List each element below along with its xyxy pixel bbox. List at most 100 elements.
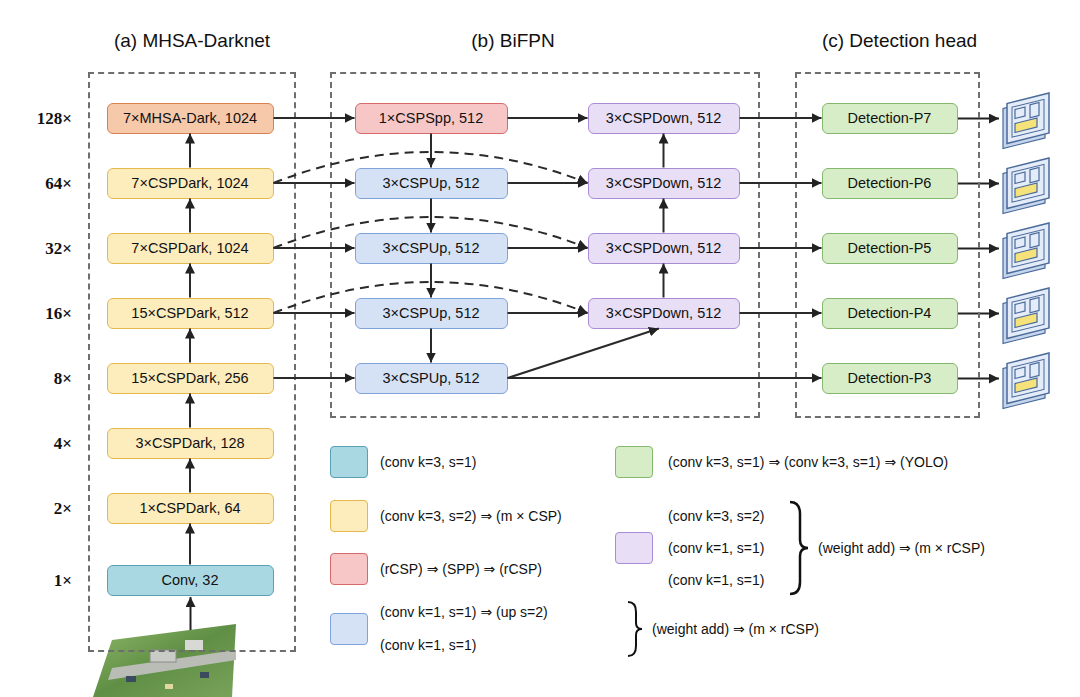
legend-text: (conv k=3, s=1) ⇒ (conv k=3, s=1) ⇒ (YOL… bbox=[668, 454, 948, 470]
box-label: 7×MHSA-Dark, 1024 bbox=[123, 110, 257, 126]
scale-label: 64× bbox=[2, 174, 72, 194]
connector-arrow bbox=[663, 264, 665, 298]
connector-arrow bbox=[274, 377, 355, 379]
group-frame: (c) Detection headDetection-P7Detection-… bbox=[795, 72, 980, 418]
connector-arrow bbox=[740, 117, 822, 119]
connector-arrow bbox=[189, 524, 191, 565]
block-box: 3×CSPUp, 512 bbox=[355, 233, 508, 264]
legend-text: (conv k=1, s=1) ⇒ (up s=2) bbox=[380, 604, 548, 620]
block-box: 3×CSPUp, 512 bbox=[355, 168, 508, 199]
block-box: 1×CSPSpp, 512 bbox=[355, 103, 508, 134]
scale-label: 8× bbox=[2, 369, 72, 389]
block-box: 7×CSPDark, 1024 bbox=[107, 168, 274, 199]
input-arrow bbox=[190, 597, 192, 630]
legend-swatch bbox=[330, 553, 368, 585]
connector-arrow bbox=[274, 247, 355, 249]
block-box: 7×MHSA-Dark, 1024 bbox=[107, 103, 274, 134]
connector-arrow bbox=[189, 459, 191, 493]
connector-arrow bbox=[663, 199, 665, 233]
box-label: Conv, 32 bbox=[162, 572, 219, 588]
connector-arrow bbox=[189, 134, 191, 168]
block-box: Detection-P3 bbox=[822, 363, 958, 394]
block-box: 3×CSPDark, 128 bbox=[107, 428, 274, 459]
connector-arrow bbox=[508, 247, 588, 249]
section-title: (b) BiFPN bbox=[300, 30, 726, 52]
connector-arrow bbox=[663, 134, 665, 168]
connector-arrow bbox=[430, 199, 432, 233]
connector-arrow bbox=[508, 329, 659, 379]
legend-text: (conv k=1, s=1) bbox=[668, 540, 765, 556]
legend-text: (weight add) ⇒ (m × rCSP) bbox=[652, 621, 819, 637]
box-label: 1×CSPSpp, 512 bbox=[379, 110, 483, 126]
block-box: Conv, 32 bbox=[107, 565, 274, 596]
legend-swatch bbox=[615, 532, 653, 564]
box-label: 7×CSPDark, 1024 bbox=[131, 240, 248, 256]
connector-arrow bbox=[508, 117, 588, 119]
block-box: 15×CSPDark, 512 bbox=[107, 298, 274, 329]
connector-arrow bbox=[740, 182, 822, 184]
connector-arrow bbox=[274, 312, 355, 314]
connector-arrow bbox=[189, 199, 191, 233]
legend-text: (conv k=3, s=1) bbox=[380, 454, 477, 470]
photo-vehicle bbox=[126, 676, 136, 682]
connector-arrow bbox=[508, 182, 588, 184]
group-frame: (a) MHSA-Darknet7×MHSA-Dark, 10247×CSPDa… bbox=[88, 72, 296, 652]
block-box: Detection-P7 bbox=[822, 103, 958, 134]
block-box: 1×CSPDark, 64 bbox=[107, 493, 274, 524]
block-box: 15×CSPDark, 256 bbox=[107, 363, 274, 394]
box-label: 15×CSPDark, 512 bbox=[131, 305, 248, 321]
output-icon bbox=[1003, 158, 1049, 213]
scale-label: 4× bbox=[2, 434, 72, 454]
legend-text: (weight add) ⇒ (m × rCSP) bbox=[818, 540, 985, 556]
box-label: 3×CSPDown, 512 bbox=[606, 110, 722, 126]
connector-arrow bbox=[508, 312, 588, 314]
connector-arrow bbox=[740, 247, 822, 249]
connector-arrow bbox=[430, 264, 432, 298]
box-label: 3×CSPDown, 512 bbox=[606, 175, 722, 191]
box-label: Detection-P4 bbox=[848, 305, 932, 321]
legend-swatch bbox=[330, 613, 368, 645]
connector-arrow bbox=[508, 377, 822, 379]
legend-text: (conv k=1, s=1) bbox=[380, 637, 477, 653]
connector-arrow bbox=[430, 134, 432, 168]
block-box: 3×CSPDown, 512 bbox=[588, 298, 740, 329]
legend-swatch bbox=[615, 446, 653, 478]
legend-brace bbox=[790, 502, 808, 594]
group-frame: (b) BiFPN1×CSPSpp, 5123×CSPUp, 5123×CSPU… bbox=[330, 72, 760, 418]
legend-swatch bbox=[330, 446, 368, 478]
box-label: Detection-P5 bbox=[848, 240, 932, 256]
connector-arrow bbox=[189, 329, 191, 363]
box-label: 3×CSPUp, 512 bbox=[382, 370, 479, 386]
connector-arrow bbox=[189, 394, 191, 428]
legend-swatch bbox=[330, 500, 368, 532]
connector-arrow bbox=[274, 182, 355, 184]
photo-vehicle bbox=[200, 672, 209, 678]
legend-brace bbox=[628, 602, 642, 656]
box-label: 3×CSPDown, 512 bbox=[606, 240, 722, 256]
output-icon bbox=[1003, 353, 1049, 408]
box-label: 3×CSPDown, 512 bbox=[606, 305, 722, 321]
connector-arrow bbox=[189, 264, 191, 298]
box-label: Detection-P3 bbox=[848, 370, 932, 386]
output-icon bbox=[1003, 223, 1049, 278]
scale-label: 2× bbox=[2, 499, 72, 519]
block-box: Detection-P6 bbox=[822, 168, 958, 199]
output-icon bbox=[1003, 93, 1049, 148]
connector-arrow bbox=[274, 117, 355, 119]
photo-building bbox=[185, 640, 203, 650]
photo-vehicle bbox=[165, 684, 173, 689]
box-label: Detection-P7 bbox=[848, 110, 932, 126]
connector-arrow bbox=[740, 312, 822, 314]
output-icon bbox=[1003, 288, 1049, 343]
legend-text: (conv k=3, s=2) ⇒ (m × CSP) bbox=[380, 508, 562, 524]
block-box: 7×CSPDark, 1024 bbox=[107, 233, 274, 264]
scale-label: 32× bbox=[2, 239, 72, 259]
block-box: 3×CSPUp, 512 bbox=[355, 298, 508, 329]
box-label: 7×CSPDark, 1024 bbox=[131, 175, 248, 191]
legend-text: (rCSP) ⇒ (SPP) ⇒ (rCSP) bbox=[380, 561, 542, 577]
photo-road bbox=[108, 650, 236, 680]
scale-label: 1× bbox=[2, 571, 72, 591]
box-label: 15×CSPDark, 256 bbox=[131, 370, 248, 386]
aerial-photo bbox=[93, 624, 236, 697]
